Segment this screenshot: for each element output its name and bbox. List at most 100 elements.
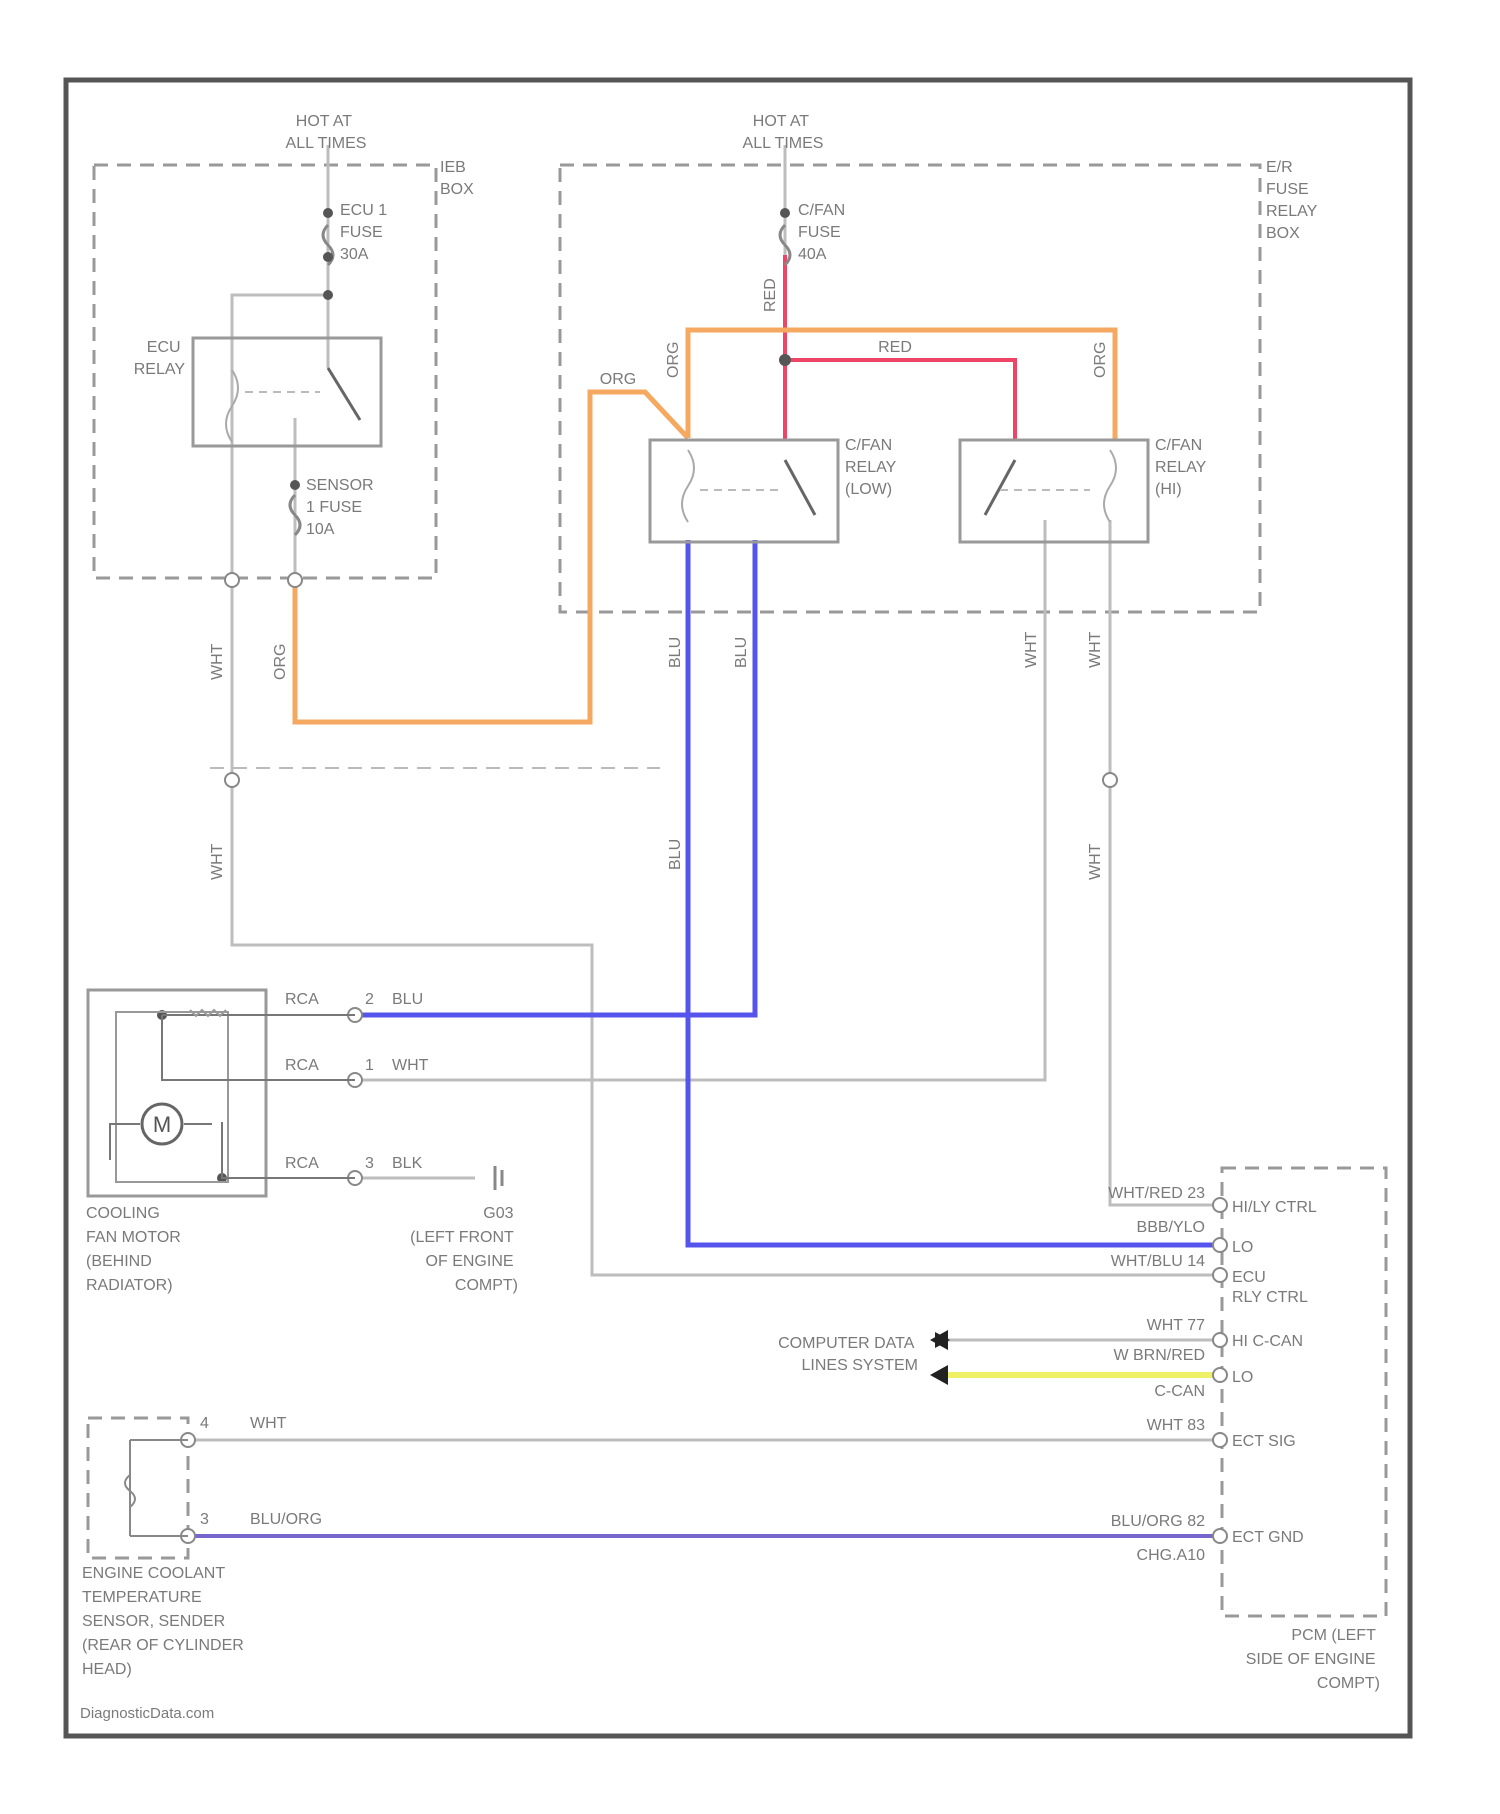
pcm-pin-left: BBB/YLO [1137, 1219, 1205, 1236]
terminal [1213, 1333, 1227, 1347]
cfan-hi-relay-coil [1104, 450, 1116, 522]
pcm-label: PCM (LEFT SIDE OF ENGINE COMPT) [1246, 1627, 1380, 1692]
pcm-pin-left: WHT 77 [1147, 1317, 1205, 1334]
er-box-label: E/R FUSE RELAY BOX [1266, 159, 1321, 242]
wire-label-wht-c: WHT [1023, 631, 1040, 668]
junction-dot [323, 208, 333, 218]
terminal [1213, 1433, 1227, 1447]
junction-dot [780, 208, 790, 218]
pcm-pin-right: ECT GND [1232, 1529, 1304, 1546]
sensor-wire-b: BLU/ORG [250, 1511, 322, 1528]
cfan-hi-relay-body [960, 440, 1148, 542]
motor-pin-color: BLK [392, 1155, 423, 1172]
ect-sensor-symbol [125, 1440, 188, 1536]
footer-watermark: DiagnosticData.com [80, 1705, 214, 1722]
motor-pin-color: BLU [392, 991, 423, 1008]
wire-label-org-right: ORG [1092, 342, 1109, 378]
ecu-relay [193, 338, 381, 446]
pcm-box [1222, 1168, 1386, 1616]
terminals [181, 573, 1227, 1543]
motor-outer-box [88, 990, 266, 1196]
terminal [1213, 1268, 1227, 1282]
pcm-pin-left: WHT 83 [1147, 1417, 1205, 1434]
ground-symbol [495, 1166, 502, 1190]
terminal [1103, 773, 1117, 787]
hot-right-label: HOT AT ALL TIMES [743, 113, 824, 152]
motor-pin-connector: RCA [285, 991, 319, 1008]
pcm-pin-right: LO [1232, 1239, 1253, 1256]
pcm-pin-left: BLU/ORG 82 [1111, 1513, 1205, 1530]
pcm-pin-right: RLY CTRL [1232, 1289, 1308, 1306]
wire-label-org-b: ORG [272, 644, 289, 680]
hot-left-label: HOT AT ALL TIMES [286, 113, 367, 152]
wire-label-org: ORG [600, 371, 636, 388]
pcm-pin-left: WHT/RED 23 [1108, 1185, 1205, 1202]
motor-pin-color: WHT [392, 1057, 429, 1074]
junction-dot [779, 354, 791, 366]
arrow-can-lo-head [930, 1365, 948, 1385]
sensor-wire-a: WHT [250, 1415, 287, 1432]
wire-label-org-vertical: ORG [665, 342, 682, 378]
ground-label: G03 (LEFT FRONT OF ENGINE COMPT) [410, 1205, 518, 1294]
wire-orange [295, 330, 1115, 722]
cfan-hi-relay-label: C/FAN RELAY (HI) [1155, 437, 1210, 498]
sensor-label: ENGINE COOLANT TEMPERATURE SENSOR, SENDE… [82, 1565, 248, 1678]
wire-hi-relay-wht [355, 520, 1045, 1080]
pcm-pin-right: LO [1232, 1369, 1253, 1386]
terminal [1213, 1368, 1227, 1382]
wire-label-wht-f: WHT [1087, 843, 1104, 880]
arrow-can-hi-head [930, 1330, 948, 1350]
terminal [225, 573, 239, 587]
pcm-pin-left: C-CAN [1154, 1383, 1205, 1400]
pcm-pin-left: WHT/BLU 14 [1111, 1253, 1205, 1270]
cfan-fuse-label: C/FAN FUSE 40A [798, 202, 850, 263]
terminal [1213, 1238, 1227, 1252]
motor-pin-number: 2 [365, 991, 374, 1008]
wire-label-wht-d: WHT [1087, 631, 1104, 668]
sensor-pin-b: 3 [200, 1511, 209, 1528]
cfan-low-relay-coil [682, 450, 694, 522]
er-fuse-relay-box [560, 165, 1260, 612]
terminal [1213, 1529, 1227, 1543]
terminal [225, 773, 239, 787]
wire-wht-main [232, 580, 1220, 1275]
wire-red-branch [785, 360, 1015, 440]
motor-pin-connector: RCA [285, 1057, 319, 1074]
ecu1-fuse-label: ECU 1 FUSE 30A [340, 202, 392, 263]
pcm-pin-right: ECT SIG [1232, 1433, 1296, 1450]
wire-label-wht-e: WHT [209, 843, 226, 880]
cfan-low-relay-switch [785, 460, 815, 515]
pcm-pin-right: HI C-CAN [1232, 1333, 1303, 1350]
data-arrows [930, 1330, 950, 1385]
pcm-pin-left: W BRN/RED [1113, 1347, 1205, 1364]
motor-label: COOLING FAN MOTOR (BEHIND RADIATOR) [86, 1205, 185, 1294]
cfan-low-relay-label: C/FAN RELAY (LOW) [845, 437, 900, 498]
wire-label-red-vertical: RED [762, 278, 779, 312]
junction-dots [157, 208, 791, 1183]
ieb-box-label: IEB BOX [440, 159, 474, 198]
cfan-hi-relay [960, 440, 1148, 542]
motor-pin-connector: RCA [285, 1155, 319, 1172]
wire-label-wht-a: WHT [209, 643, 226, 680]
motor-pin-number: 3 [365, 1155, 374, 1172]
computer-data-label: COMPUTER DATA LINES SYSTEM [778, 1335, 918, 1374]
sensor1-fuse-label: SENSOR 1 FUSE 10A [306, 477, 378, 538]
wire-label-blu-b: BLU [733, 637, 750, 668]
junction-dot [290, 480, 300, 490]
motor-letter: M [153, 1112, 171, 1137]
wire-label-red: RED [878, 339, 912, 356]
pcm-pin-right: HI/LY CTRL [1232, 1199, 1317, 1216]
junction-dot [323, 252, 333, 262]
cfan-low-relay [650, 440, 838, 542]
motor-inner-box [116, 1012, 228, 1182]
ecu-relay-label: ECU RELAY [134, 339, 186, 378]
wire-hi-relay-ctrl [1110, 520, 1220, 1205]
wire-label-blu-a: BLU [667, 637, 684, 668]
terminal [288, 573, 302, 587]
cfan-hi-relay-switch [985, 460, 1015, 515]
sensor-pin-a: 4 [200, 1415, 209, 1432]
terminal [1213, 1198, 1227, 1212]
motor-pin-number: 1 [365, 1057, 374, 1074]
ecu-relay-switch [328, 368, 360, 420]
